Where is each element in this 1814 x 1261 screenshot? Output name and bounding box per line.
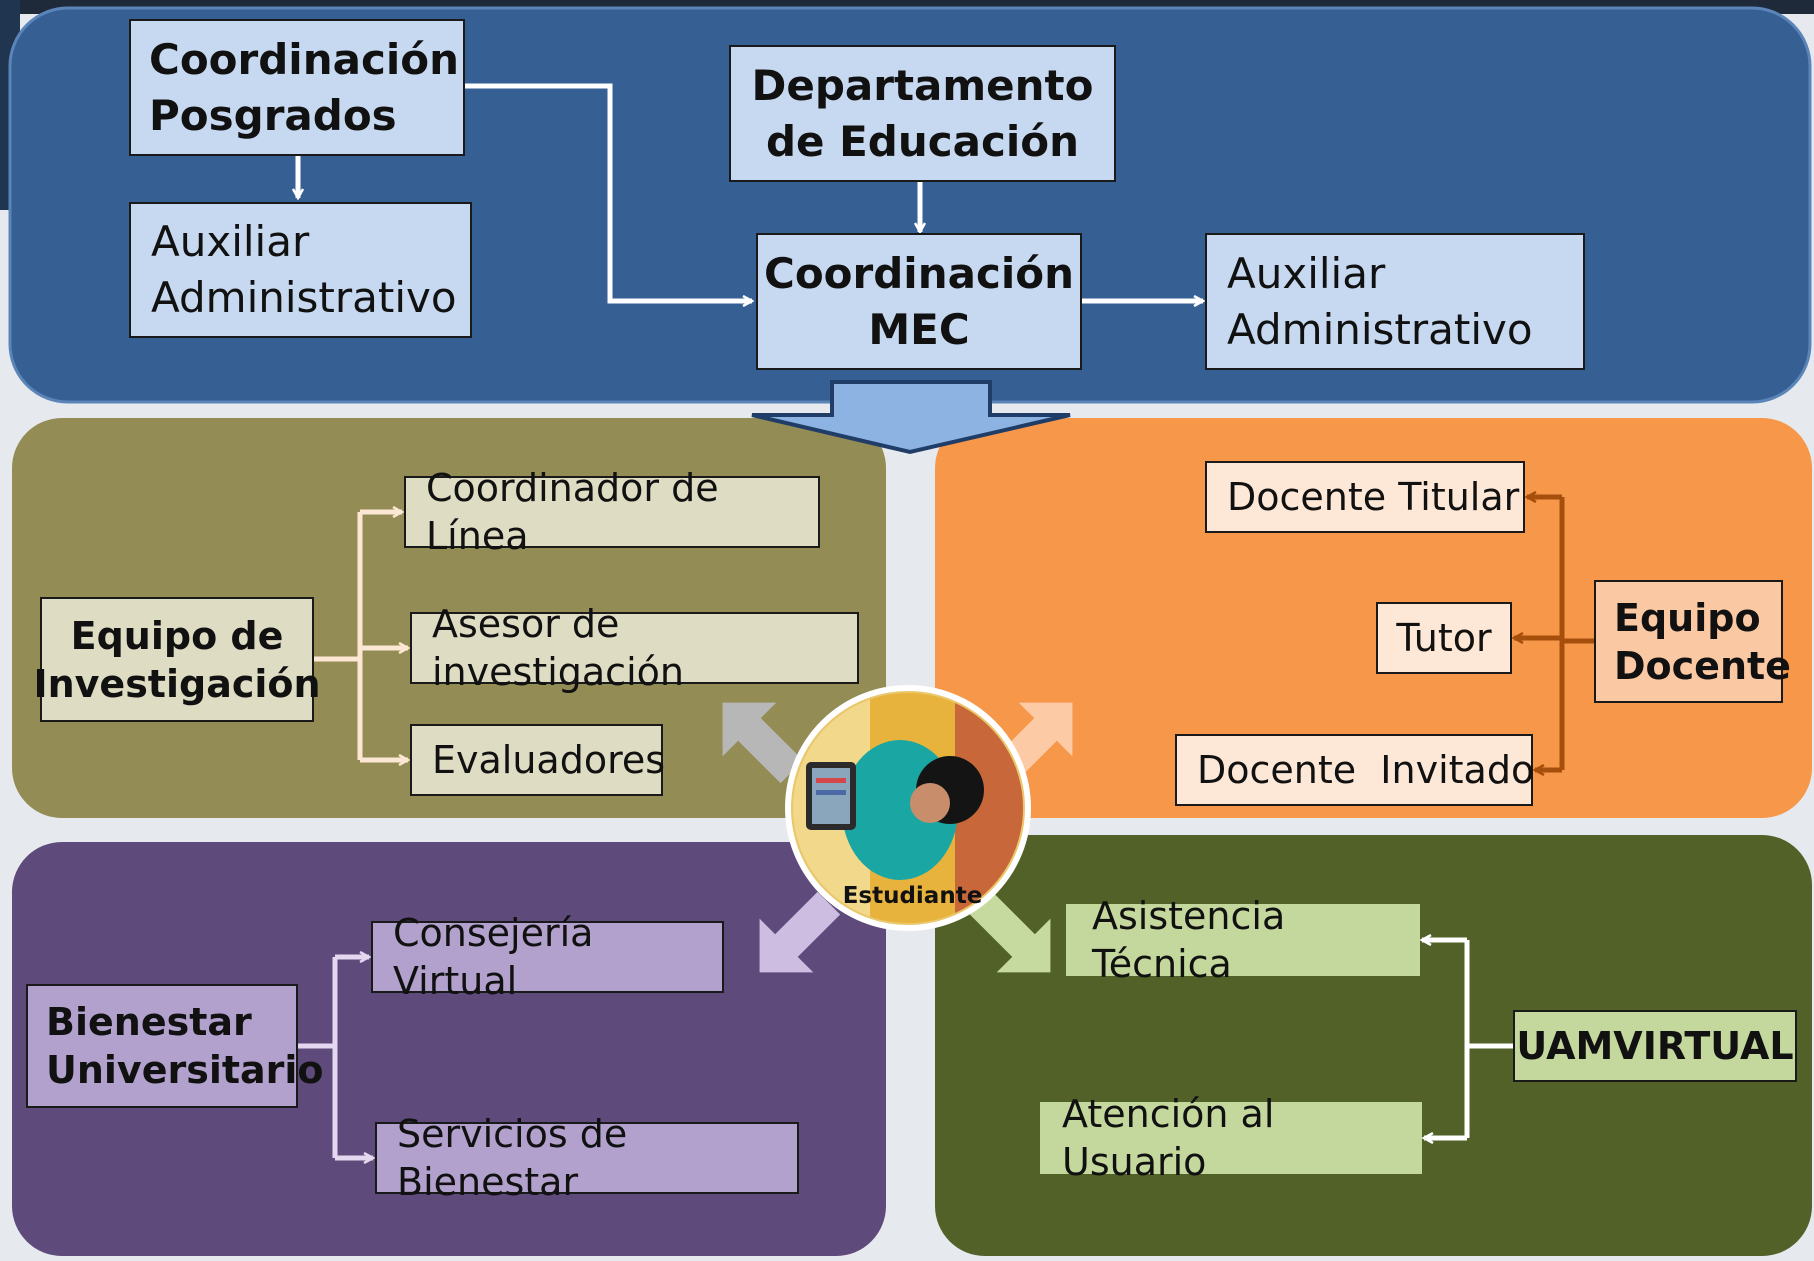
auxiliar-1-line1: Auxiliar <box>151 217 310 266</box>
tutor-label: Tutor <box>1396 616 1492 660</box>
coordinacion-mec-line2: MEC <box>868 304 970 354</box>
bienestar-line2: Universitario <box>46 1048 324 1092</box>
servicios-bienestar-label: Servicios de Bienestar <box>397 1112 628 1204</box>
diag-arrow-bienestar <box>759 891 841 973</box>
auxiliar-2-line2: Administrativo <box>1227 304 1533 354</box>
equipo-investigacion-box: Equipo de Investigación <box>33 597 321 722</box>
uamvirtual-box: UAMVIRTUAL <box>1513 1010 1797 1082</box>
student-photo <box>785 685 1031 931</box>
coordinacion-mec-box: Coordinación MEC <box>756 233 1082 370</box>
arrow-posgrados-mec <box>463 83 752 301</box>
equipo-docente-box: Equipo Docente <box>1594 580 1791 703</box>
asistencia-tecnica-label: Asistencia Técnica <box>1092 894 1286 986</box>
docente-panel <box>935 418 1812 818</box>
coordinacion-posgrados-box: Coordinación Posgrados <box>129 19 465 156</box>
docente-titular-box: Docente Titular <box>1205 461 1525 533</box>
auxiliar-2-line1: Auxiliar <box>1227 248 1386 298</box>
servicios-bienestar-box: Servicios de Bienestar <box>375 1112 799 1204</box>
docente-invitado-label: Docente Invitado <box>1197 748 1535 792</box>
equipo-docente-line1: Equipo <box>1614 595 1761 640</box>
auxiliar-administrativo-1-box: Auxiliar Administrativo <box>129 202 472 338</box>
diag-arrow-investigacion <box>722 702 804 784</box>
big-down-arrow <box>751 380 1071 455</box>
coordinacion-mec-line1: Coordinación <box>764 248 1074 298</box>
auxiliar-administrativo-2-box: Auxiliar Administrativo <box>1205 233 1585 370</box>
coordinador-linea-label: Coordinador de Línea <box>426 466 719 558</box>
docente-titular-label: Docente Titular <box>1227 475 1520 519</box>
tutor-box: Tutor <box>1376 602 1512 674</box>
asistencia-tecnica-box: Asistencia Técnica <box>1066 894 1420 986</box>
consejeria-virtual-label: Consejería Virtual <box>393 911 594 1003</box>
asesor-investigacion-label: Asesor de investigación <box>432 602 684 694</box>
uamvirtual-label: UAMVIRTUAL <box>1516 1024 1794 1068</box>
diag-arrow-uamvirtual <box>969 891 1051 973</box>
consejeria-virtual-box: Consejería Virtual <box>371 911 724 1003</box>
equipo-docente-line2: Docente <box>1614 643 1791 688</box>
equipo-investigacion-line1: Equipo de <box>70 613 284 658</box>
coordinacion-posgrados-line2: Posgrados <box>149 90 397 140</box>
departamento-educacion-box: Departamento de Educación <box>729 45 1116 182</box>
evaluadores-label: Evaluadores <box>432 738 666 782</box>
asesor-investigacion-box: Asesor de investigación <box>410 602 859 694</box>
auxiliar-1-line2: Administrativo <box>151 273 457 322</box>
bienestar-line1: Bienestar <box>46 1000 252 1044</box>
coordinador-linea-box: Coordinador de Línea <box>404 466 820 558</box>
bienestar-universitario-box: Bienestar Universitario <box>26 984 324 1108</box>
equipo-investigacion-line2: Investigación <box>33 661 321 706</box>
coordinacion-posgrados-line1: Coordinación <box>149 34 459 84</box>
docente-invitado-box: Docente Invitado <box>1175 734 1535 806</box>
atencion-usuario-label: Atención al Usuario <box>1062 1092 1275 1184</box>
estudiante-label: Estudiante <box>842 883 983 909</box>
departamento-line1: Departamento <box>751 60 1094 110</box>
evaluadores-box: Evaluadores <box>410 724 666 796</box>
departamento-line2: de Educación <box>765 116 1080 166</box>
atencion-usuario-box: Atención al Usuario <box>1040 1092 1422 1184</box>
